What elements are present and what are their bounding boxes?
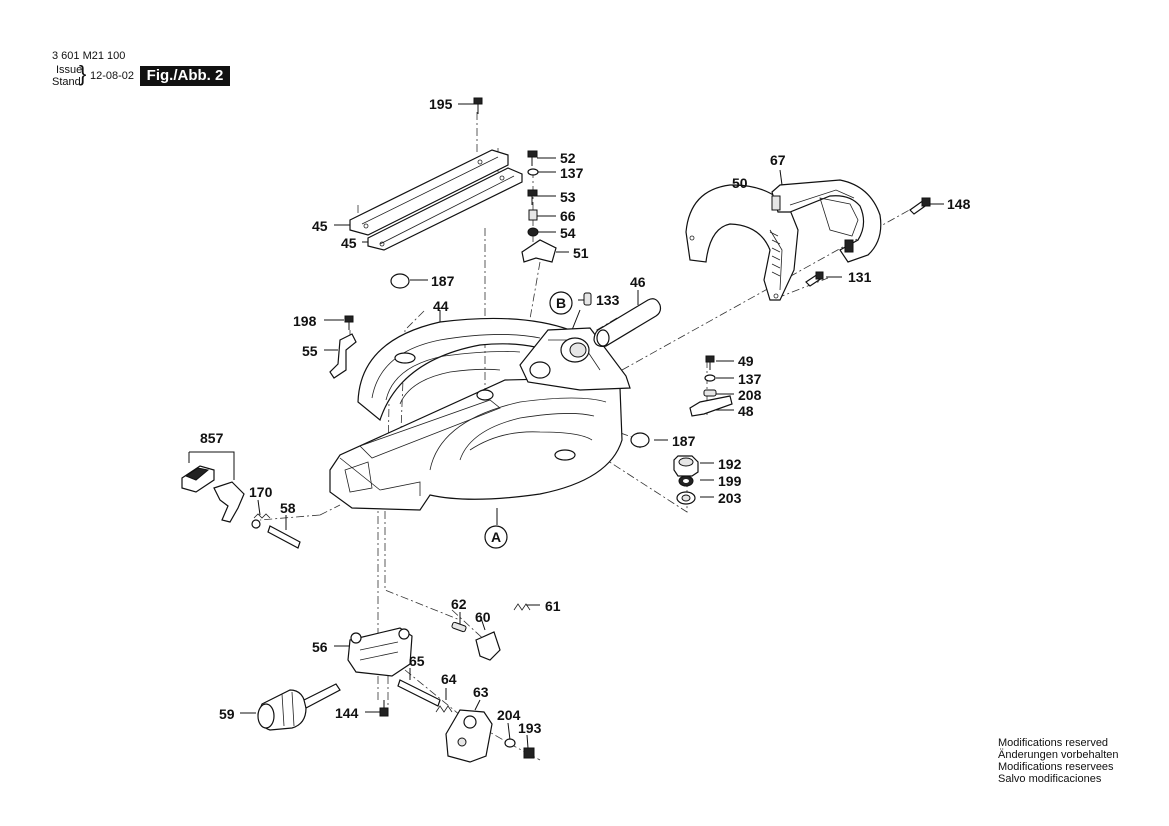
- rod-58: [267, 525, 301, 549]
- stand-label: Stand: [52, 76, 81, 88]
- issue-date: 12-08-02: [90, 70, 135, 82]
- callout-50: 50: [732, 175, 748, 191]
- base-frame: [329, 377, 623, 511]
- spring-170: [251, 513, 271, 529]
- pin-62: [451, 621, 467, 633]
- callout-44: 44: [433, 298, 449, 314]
- callout-56: 56: [312, 639, 328, 655]
- foot-187-lower: [630, 432, 650, 448]
- callout-148: 148: [947, 196, 971, 212]
- callout-204: 204: [497, 707, 521, 723]
- bracket-56: [347, 627, 413, 677]
- header-brace: }: [79, 61, 87, 86]
- carry-handle-67: [771, 179, 882, 263]
- pin-133: [583, 292, 592, 306]
- callout-131: 131: [848, 269, 872, 285]
- callout-187-upper: 187: [431, 273, 455, 289]
- issue-label: Issue: [56, 64, 83, 76]
- callout-187-lower: 187: [672, 433, 696, 449]
- modification-notes: Modifications reserved Änderungen vorbeh…: [998, 737, 1118, 785]
- callout-170: 170: [249, 484, 273, 500]
- nut-193: [523, 747, 535, 759]
- bracket-55: [329, 333, 357, 379]
- callout-66: 66: [560, 208, 576, 224]
- callout-45-upper: 45: [312, 218, 328, 234]
- washer-203: [676, 491, 696, 505]
- callout-A: A: [491, 529, 502, 545]
- callout-51: 51: [573, 245, 589, 261]
- pivot-housing: [519, 327, 631, 391]
- callout-54: 54: [560, 225, 576, 241]
- screw-198: [344, 315, 354, 330]
- callout-62: 62: [451, 596, 467, 612]
- clamp-857: [181, 465, 245, 523]
- washer-199: [678, 475, 694, 487]
- callout-67: 67: [770, 152, 786, 168]
- callout-208: 208: [738, 387, 762, 403]
- callout-195: 195: [429, 96, 453, 112]
- callout-59: 59: [219, 706, 235, 722]
- callout-144: 144: [335, 705, 359, 721]
- callout-63: 63: [473, 684, 489, 700]
- note-english: Modifications reserved: [998, 737, 1109, 749]
- screw-195: [473, 97, 483, 114]
- callout-198: 198: [293, 313, 317, 329]
- callout-203: 203: [718, 490, 742, 506]
- callout-55: 55: [302, 343, 318, 359]
- detent-60: [475, 631, 501, 661]
- callout-193: 193: [518, 720, 542, 736]
- callout-65: 65: [409, 653, 425, 669]
- callout-45-lower: 45: [341, 235, 357, 251]
- callout-53: 53: [560, 189, 576, 205]
- shaft-46: [593, 298, 662, 347]
- callout-64: 64: [441, 671, 457, 687]
- spring-64: [435, 705, 453, 713]
- callout-48: 48: [738, 403, 754, 419]
- figure-label: Fig./Abb. 2: [140, 66, 230, 86]
- callout-133: 133: [596, 292, 620, 308]
- rod-65: [397, 679, 441, 707]
- part-204: [504, 738, 516, 748]
- callout-49: 49: [738, 353, 754, 369]
- screw-stack-52-54: [527, 150, 539, 237]
- bracket-51: [521, 239, 557, 263]
- nut-192: [673, 455, 699, 477]
- callout-B: B: [556, 295, 567, 311]
- spring-61: [513, 603, 531, 611]
- washer-137: [704, 374, 716, 382]
- callout-58: 58: [280, 500, 296, 516]
- document-number: 3 601 M21 100: [52, 50, 126, 62]
- note-french: Modifications reservees: [998, 761, 1114, 773]
- knob-59: [257, 683, 341, 731]
- foot-187-upper: [390, 273, 410, 289]
- callout-199: 199: [718, 473, 742, 489]
- note-spanish: Salvo modificaciones: [998, 773, 1102, 785]
- fence-rail-upper: [349, 149, 509, 236]
- screw-131: [805, 271, 824, 287]
- screw-144: [379, 700, 389, 717]
- screw-148: [909, 197, 931, 215]
- bracket-63: [445, 709, 493, 763]
- part-208: [703, 389, 717, 397]
- blade-guard-50: [685, 184, 799, 301]
- screw-49: [705, 355, 715, 370]
- fence-rail-lower: [367, 167, 523, 251]
- callout-46: 46: [630, 274, 646, 290]
- callout-137-right: 137: [738, 371, 762, 387]
- callout-60: 60: [475, 609, 491, 625]
- callout-192: 192: [718, 456, 742, 472]
- callout-137-top: 137: [560, 165, 584, 181]
- callout-61: 61: [545, 598, 561, 614]
- lever-48: [689, 395, 733, 417]
- callout-52: 52: [560, 150, 576, 166]
- callout-857: 857: [200, 430, 224, 446]
- note-german: Änderungen vorbehalten: [998, 749, 1119, 761]
